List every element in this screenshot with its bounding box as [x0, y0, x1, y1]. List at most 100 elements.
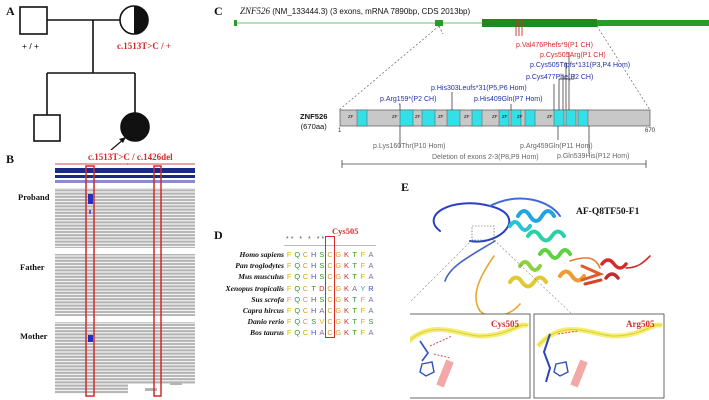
species-name: Bos taurus: [250, 328, 284, 338]
zinc-finger-box: [577, 109, 589, 127]
residue: H: [310, 261, 317, 271]
species-name: Danio rerio: [247, 317, 285, 327]
zinc-finger-box: [421, 109, 436, 127]
residue: T: [352, 261, 357, 271]
igv-row-father: Father: [20, 262, 45, 272]
residue: A: [368, 328, 374, 338]
gene-title-symbol: ZNF526: [240, 6, 271, 16]
residue: F: [286, 250, 292, 259]
protein-end: 670: [645, 128, 656, 134]
zinc-finger-box: [446, 109, 461, 127]
protein-name: ZNF526 (670aa): [300, 112, 327, 132]
residue: G: [335, 261, 342, 271]
residue: T: [352, 328, 357, 338]
residue: C: [302, 250, 309, 259]
species-name: Homo sapiens: [239, 250, 284, 259]
residue: T: [352, 306, 357, 316]
residue: Q: [294, 294, 301, 304]
species-name: Mus musculus: [238, 272, 284, 282]
panel-label-a: A: [6, 4, 15, 18]
proband-symbol: [120, 112, 150, 142]
zoom-region: [471, 225, 495, 241]
gene-title-details: (NM_133444.3) (3 exons, mRNA 7890bp, CDS…: [270, 7, 471, 16]
residue: D: [319, 283, 325, 293]
mutation-val476phefs: p.Val476Phefs*9(P1 CH): [516, 42, 593, 49]
residue: A: [368, 306, 374, 316]
residue: A: [368, 261, 374, 271]
residue: C: [302, 272, 309, 282]
species-name: Capra hircus: [242, 306, 284, 316]
mutation-his303leufs: p.His303Leufs*31(P5,P6 Hom): [431, 85, 527, 92]
residue: H: [310, 272, 317, 282]
residue: G: [335, 250, 342, 259]
species-name: Xenopus tropicalis: [225, 283, 284, 293]
exon-1: [234, 20, 237, 26]
zinc-finger-box: [399, 109, 414, 127]
residue: F: [286, 328, 292, 338]
protein-length: (670aa): [300, 122, 327, 131]
gene-title: ZNF526 (NM_133444.3) (3 exons, mRNA 7890…: [240, 6, 470, 16]
mutation-lys160thr: p.Lys160Thr(P10 Hom): [373, 143, 446, 150]
residue: A: [368, 250, 374, 259]
species-name: Pan troglodytes: [235, 261, 284, 271]
residue: A: [319, 328, 325, 338]
cys505-column-highlight: [325, 236, 335, 338]
pedigree-chart: [19, 5, 150, 150]
residue: Q: [294, 283, 301, 293]
species-name: Sus scrofa: [251, 294, 284, 304]
residue: K: [343, 272, 349, 282]
residue: Q: [294, 272, 301, 282]
igv-row-proband: Proband: [18, 192, 50, 202]
residue: S: [319, 261, 325, 271]
residue: C: [327, 306, 333, 316]
zinc-finger-label: ZF: [392, 114, 398, 119]
residue: C: [302, 261, 309, 271]
residue: F: [360, 306, 366, 316]
alignment-title: Cys505: [332, 226, 359, 236]
zinc-finger-box: [356, 109, 368, 127]
residue: C: [327, 261, 333, 271]
zinc-finger-label: ZF: [547, 114, 553, 119]
zinc-finger-label: ZF: [348, 114, 354, 119]
zinc-finger-box: [471, 109, 483, 127]
mutation-his409gln: p.His409Gln(P7 Hom): [474, 96, 543, 103]
deletion-bracket: [341, 160, 647, 168]
zinc-finger-box: [553, 109, 565, 127]
mother-genotype: c.1513T>C / +: [117, 41, 172, 51]
panel-label-e: E: [401, 180, 410, 194]
mutation-cys505arg: p.Cys505Arg(P1 CH): [540, 52, 606, 59]
residue: C: [302, 317, 309, 327]
mutation-gln539his: p.Gln539His(P12 Hom): [557, 153, 630, 160]
zinc-finger-label: ZF: [502, 114, 508, 119]
residue: F: [360, 328, 366, 338]
alignment-box: ** * * **: [284, 236, 376, 246]
exon-2: [435, 20, 443, 26]
zoom-label-cys505: Cys505: [491, 319, 520, 329]
residue: A: [319, 306, 325, 316]
residue: Q: [294, 317, 301, 327]
residue: G: [335, 306, 342, 316]
residue: C: [327, 328, 333, 338]
zinc-finger-label: ZF: [415, 114, 421, 119]
protein-label: ZNF526: [300, 112, 328, 121]
residue: S: [319, 294, 325, 304]
residue: Y: [360, 283, 366, 293]
residue: F: [360, 272, 366, 282]
conservation-stars: ** * * **: [286, 236, 327, 243]
residue: K: [343, 328, 349, 338]
residue: A: [352, 283, 358, 293]
residue: F: [286, 283, 292, 293]
residue: C: [302, 283, 309, 293]
residue: F: [286, 272, 292, 282]
residue: S: [368, 317, 374, 327]
mutation-cys477phe: p.Cys477Phe(P2 CH): [526, 74, 594, 81]
residue: C: [302, 306, 309, 316]
